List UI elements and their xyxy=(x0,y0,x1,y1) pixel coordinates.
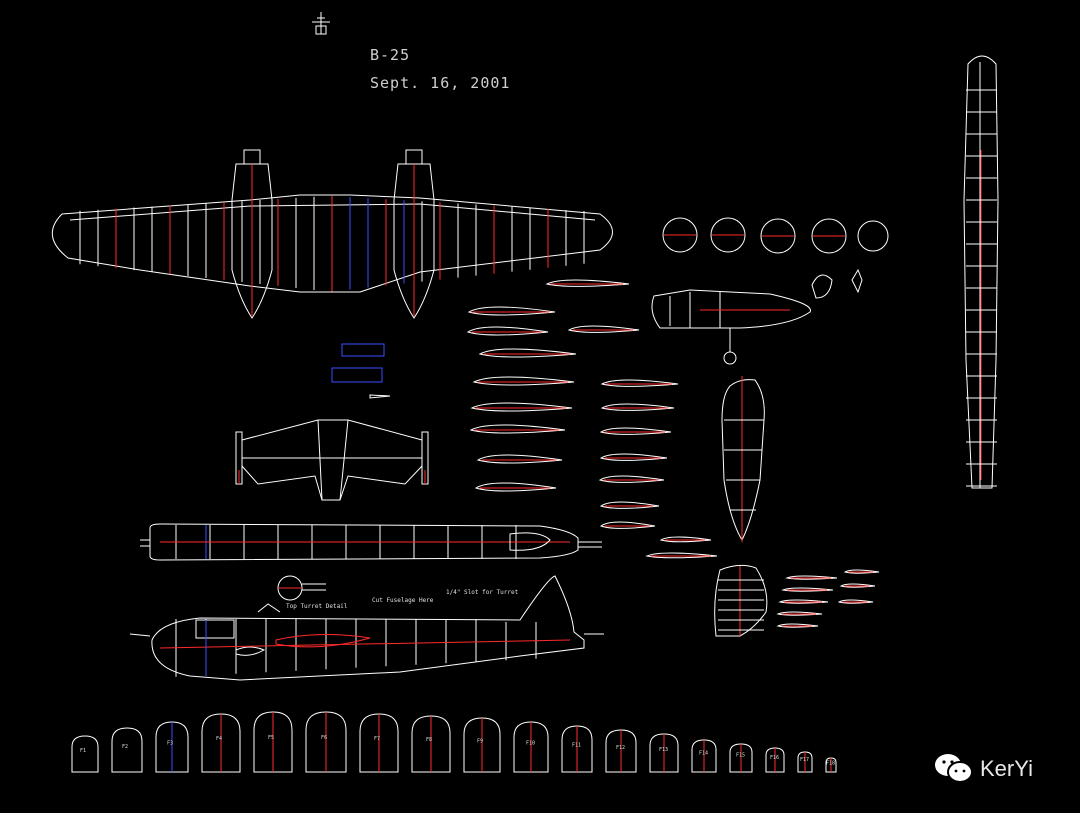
airfoil-d8 xyxy=(837,599,874,604)
airfoil-b3 xyxy=(600,379,679,387)
airfoil-a7 xyxy=(476,454,563,464)
former-label: F14 xyxy=(699,750,708,756)
watermark: KerYi xyxy=(934,752,1033,786)
former-F1 xyxy=(71,735,99,773)
airfoil-a1 xyxy=(467,306,556,316)
callout-labels: Top Turret Detail 1/4" Slot for Turret C… xyxy=(286,589,519,610)
airfoil-a2 xyxy=(466,326,549,336)
airfoil-b6 xyxy=(599,453,668,461)
airfoil-b2 xyxy=(567,325,640,333)
former-label: F16 xyxy=(770,755,779,761)
fuselage-top-view xyxy=(140,523,602,561)
former-label: F10 xyxy=(526,741,535,747)
former-label: F7 xyxy=(374,736,380,742)
airfoil-b1 xyxy=(545,279,630,287)
callout-top-turret: Top Turret Detail xyxy=(286,603,348,610)
former-label: F6 xyxy=(321,735,327,741)
wing-ribs-airfoils xyxy=(466,279,880,628)
callout-cut: Cut Fuselage Here xyxy=(372,597,434,604)
airfoil-d3 xyxy=(778,599,829,604)
former-label: F11 xyxy=(572,743,581,749)
airfoil-d4 xyxy=(776,611,823,616)
horizontal-stabilizer xyxy=(235,419,429,501)
former-label: F9 xyxy=(477,738,483,744)
fuselage-side-view xyxy=(129,575,604,681)
airfoil-d5 xyxy=(776,623,819,628)
airfoil-d1 xyxy=(785,575,838,580)
airfoil-d6 xyxy=(843,569,880,574)
airfoil-d2 xyxy=(781,587,834,592)
top-turret-detail xyxy=(277,575,326,601)
former-label: F17 xyxy=(800,757,809,763)
airfoil-c2 xyxy=(645,552,718,559)
vertical-fin xyxy=(714,564,768,637)
callout-slot: 1/4" Slot for Turret xyxy=(446,589,519,596)
small-parts xyxy=(331,343,391,399)
former-label: F12 xyxy=(616,745,625,751)
main-wing-plan xyxy=(52,149,613,319)
former-F2 xyxy=(111,727,143,773)
airfoil-a8 xyxy=(474,482,557,492)
former-label: F15 xyxy=(736,753,745,759)
airfoil-b5 xyxy=(599,427,672,435)
airfoil-a4 xyxy=(472,376,575,386)
airfoil-a5 xyxy=(470,402,573,412)
former-label: F8 xyxy=(426,737,432,743)
airfoil-b8 xyxy=(599,501,660,509)
airfoil-c1 xyxy=(659,536,712,543)
nacelle-top-view xyxy=(721,376,765,542)
airfoil-a3 xyxy=(478,348,577,358)
aircraft-thumbnail xyxy=(312,12,330,35)
airfoil-b7 xyxy=(598,475,665,483)
nacelle-side-view xyxy=(651,289,811,365)
former-label: F4 xyxy=(216,736,222,742)
watermark-brand: KerYi xyxy=(980,756,1033,781)
nose-formers xyxy=(662,217,889,299)
former-label: F2 xyxy=(122,744,128,750)
airfoil-d7 xyxy=(839,583,876,588)
airfoil-a6 xyxy=(469,424,566,434)
airfoil-b4 xyxy=(600,403,675,411)
former-label: F3 xyxy=(167,741,173,747)
drawing-title: B-25 xyxy=(370,46,411,64)
former-label: F18 xyxy=(826,760,835,766)
former-label: F13 xyxy=(659,747,668,753)
wechat-icon xyxy=(935,754,973,783)
drawing-date: Sept. 16, 2001 xyxy=(370,74,511,92)
former-label: F1 xyxy=(80,748,86,754)
wing-panel-right xyxy=(963,55,999,489)
former-label: F5 xyxy=(268,735,274,741)
airfoil-b9 xyxy=(599,521,656,529)
